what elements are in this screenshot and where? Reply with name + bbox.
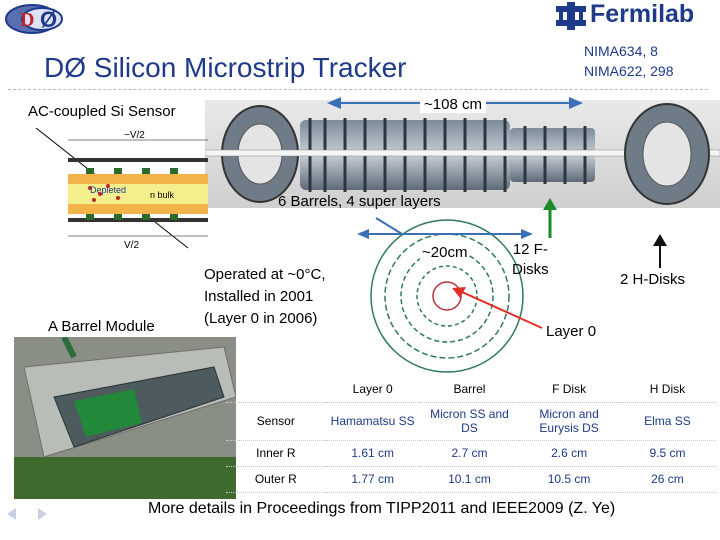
table-cell: 26 cm bbox=[618, 466, 716, 493]
table-cell: 10.5 cm bbox=[519, 466, 619, 493]
table-row: Inner R 1.61 cm 2.7 cm 2.6 cm 9.5 cm bbox=[226, 440, 716, 467]
hdisks-label: 2 H-Disks bbox=[620, 271, 686, 288]
table-cell: Micron SS and DS bbox=[419, 402, 520, 441]
table-cell: Hamamatsu SS bbox=[325, 402, 420, 441]
table-row: Sensor Hamamatsu SS Micron SS and DS Mic… bbox=[226, 402, 716, 441]
page-title: DØ Silicon Microstrip Tracker bbox=[44, 52, 407, 83]
sensor-label: AC-coupled Si Sensor bbox=[28, 103, 176, 120]
table-cell: 2.7 cm bbox=[419, 440, 520, 467]
slide-nav-previous-icon[interactable] bbox=[4, 506, 18, 522]
barrels-label: 6 Barrels, 4 super layers bbox=[278, 193, 441, 210]
table-header-cell: F Disk bbox=[519, 377, 619, 403]
sensor-diagram: −V/2 Depleted n bulk V/2 bbox=[35, 128, 208, 250]
diameter-label: ~20cm bbox=[420, 244, 470, 261]
diameter-arrow bbox=[357, 229, 533, 239]
header-divider bbox=[8, 89, 708, 90]
table-cell: Sensor bbox=[226, 402, 326, 441]
operation-note: Operated at ~0°C, Installed in 2001 (Lay… bbox=[204, 264, 326, 330]
hdisks-arrow bbox=[653, 234, 667, 268]
table-cell: Elma SS bbox=[618, 402, 716, 441]
table-cell: Outer R bbox=[226, 466, 326, 493]
length-label: ~108 cm bbox=[420, 96, 486, 113]
diagram-v-bottom: V/2 bbox=[124, 240, 139, 250]
barrel-module-photo bbox=[14, 337, 236, 499]
layer0-label: Layer 0 bbox=[546, 323, 597, 340]
fdisks-label-line2: Disks bbox=[512, 261, 549, 278]
layer0-arrow bbox=[452, 287, 543, 329]
tracker-photo bbox=[205, 100, 720, 208]
table-cell: 9.5 cm bbox=[618, 440, 716, 467]
d0-logo: D Ø bbox=[5, 4, 63, 34]
reference-1: NIMA634, 8 bbox=[584, 43, 658, 59]
operation-note-line3: (Layer 0 in 2006) bbox=[204, 310, 318, 327]
fermilab-symbol-icon bbox=[556, 2, 586, 30]
diagram-nbulk: n bulk bbox=[150, 190, 175, 200]
fdisks-arrow bbox=[543, 198, 557, 238]
diagram-depleted: Depleted bbox=[90, 185, 126, 195]
fdisks-label-line1: 12 F- bbox=[512, 241, 548, 258]
table-header-cell: Layer 0 bbox=[325, 377, 420, 403]
fdisks-label: 12 F- Disks bbox=[512, 240, 549, 280]
table-header-row: Layer 0 Barrel F Disk H Disk bbox=[226, 377, 716, 403]
barrel-module-label: A Barrel Module bbox=[48, 318, 155, 335]
reference-list: NIMA634, 8 NIMA622, 298 bbox=[584, 41, 674, 81]
table-cell: 10.1 cm bbox=[419, 466, 520, 493]
table-row: Outer R 1.77 cm 10.1 cm 10.5 cm 26 cm bbox=[226, 466, 716, 493]
fermilab-logo-text: Fermilab bbox=[590, 0, 695, 28]
table-header-cell: H Disk bbox=[618, 377, 716, 403]
operation-note-line2: Installed in 2001 bbox=[204, 288, 314, 305]
tracker-table: Layer 0 Barrel F Disk H Disk Sensor Hama… bbox=[226, 377, 716, 493]
table-cell: 1.77 cm bbox=[325, 466, 420, 493]
diagram-v-top: −V/2 bbox=[124, 130, 145, 141]
svg-text:D: D bbox=[20, 9, 34, 31]
table-cell: Micron and Eurysis DS bbox=[519, 402, 619, 441]
table-cell: 2.6 cm bbox=[519, 440, 619, 467]
table-header-cell bbox=[226, 377, 326, 403]
slide-nav-next-icon[interactable] bbox=[36, 506, 50, 522]
table-header-cell: Barrel bbox=[419, 377, 520, 403]
operation-note-line1: Operated at ~0°C, bbox=[204, 266, 326, 283]
table-cell: Inner R bbox=[226, 440, 326, 467]
table-cell: 1.61 cm bbox=[325, 440, 420, 467]
footer-note: More details in Proceedings from TIPP201… bbox=[148, 500, 616, 517]
svg-text:Ø: Ø bbox=[40, 7, 57, 32]
reference-2: NIMA622, 298 bbox=[584, 63, 674, 79]
